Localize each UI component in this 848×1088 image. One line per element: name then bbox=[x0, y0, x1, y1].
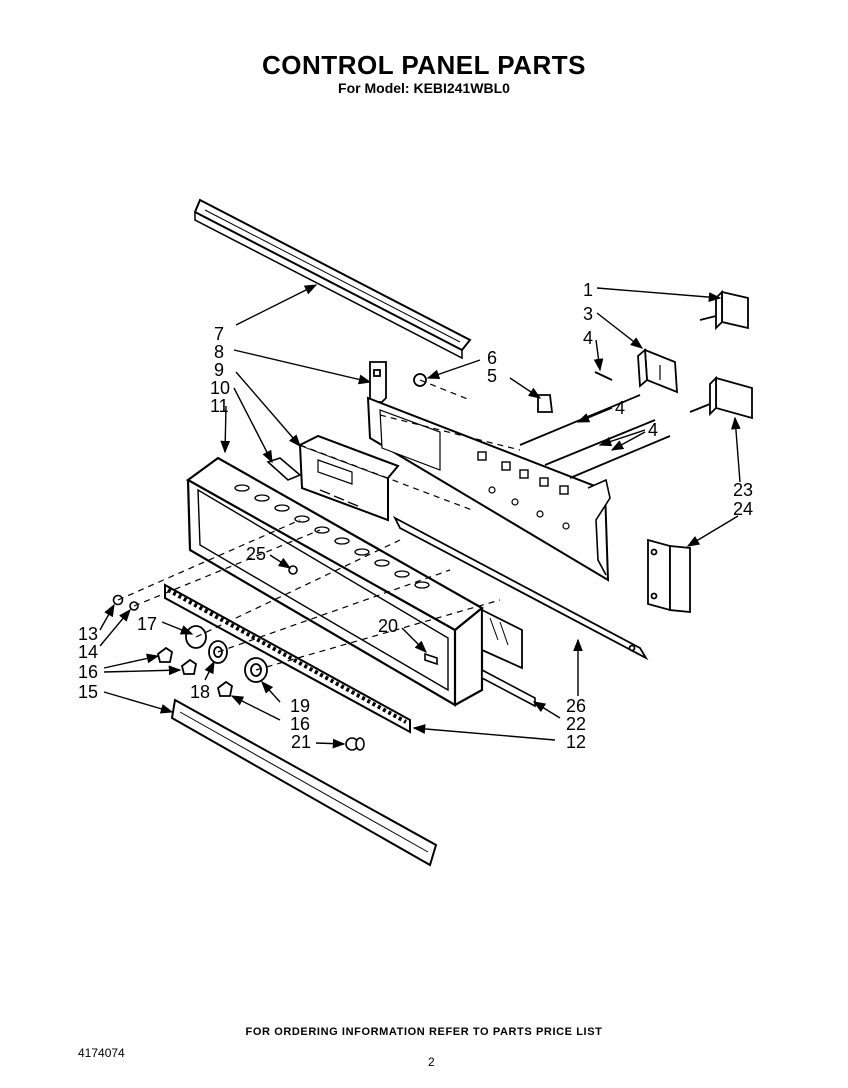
callout-labels: 1 3 4 4 4 5 6 7 8 9 10 11 12 13 14 15 16… bbox=[78, 280, 753, 752]
part-22-rail bbox=[481, 668, 536, 708]
part-24-bracket bbox=[647, 538, 691, 613]
callout-9: 9 bbox=[214, 360, 224, 380]
part-3-switch bbox=[637, 348, 678, 394]
callout-21: 21 bbox=[291, 732, 311, 752]
callout-5: 5 bbox=[487, 366, 497, 386]
callout-4a: 4 bbox=[583, 328, 593, 348]
callout-6: 6 bbox=[487, 348, 497, 368]
callout-7: 7 bbox=[214, 324, 224, 344]
callout-18: 18 bbox=[190, 682, 210, 702]
model-subtitle: For Model: KEBI241WBL0 bbox=[338, 80, 510, 96]
callout-4c: 4 bbox=[648, 420, 658, 440]
part-10-lens bbox=[266, 457, 302, 481]
callout-4b: 4 bbox=[615, 398, 625, 418]
assembly-lines bbox=[117, 379, 521, 671]
callout-14: 14 bbox=[78, 642, 98, 662]
callout-16b: 16 bbox=[290, 714, 310, 734]
callout-12: 12 bbox=[566, 732, 586, 752]
part-20-indicator bbox=[424, 652, 438, 666]
part-7-top-trim bbox=[193, 198, 472, 360]
part-8-bracket bbox=[369, 361, 387, 403]
glass-window bbox=[481, 608, 523, 670]
part-9-display-board bbox=[298, 434, 400, 522]
control-bracket bbox=[366, 396, 611, 582]
callout-11: 11 bbox=[210, 396, 229, 416]
part-23-block bbox=[689, 375, 753, 420]
callout-3: 3 bbox=[583, 304, 593, 324]
callout-25: 25 bbox=[246, 544, 266, 564]
callout-20: 20 bbox=[378, 616, 398, 636]
leader-lines bbox=[99, 284, 741, 749]
callout-23: 23 bbox=[733, 480, 753, 500]
callout-15: 15 bbox=[78, 682, 98, 702]
callout-17: 17 bbox=[137, 614, 157, 634]
callout-1: 1 bbox=[583, 280, 593, 300]
part-26-rail bbox=[392, 515, 649, 661]
callout-19: 19 bbox=[290, 696, 310, 716]
callout-24: 24 bbox=[733, 499, 753, 519]
page-number: 2 bbox=[428, 1055, 435, 1069]
part-21-clip bbox=[345, 737, 365, 751]
page-title: CONTROL PANEL PARTS bbox=[262, 50, 586, 80]
callout-16a: 16 bbox=[78, 662, 98, 682]
part-13-14-screws bbox=[112, 594, 139, 611]
document-number: 4174074 bbox=[78, 1046, 125, 1060]
callout-10: 10 bbox=[210, 378, 230, 398]
callout-22: 22 bbox=[566, 714, 586, 734]
part-25-screw bbox=[288, 565, 298, 575]
part-11-control-panel bbox=[185, 456, 484, 707]
part-5-clip bbox=[537, 394, 554, 413]
callout-8: 8 bbox=[214, 342, 224, 362]
callout-13: 13 bbox=[78, 624, 98, 644]
ordering-note: FOR ORDERING INFORMATION REFER TO PARTS … bbox=[245, 1026, 603, 1038]
callout-26: 26 bbox=[566, 696, 586, 716]
